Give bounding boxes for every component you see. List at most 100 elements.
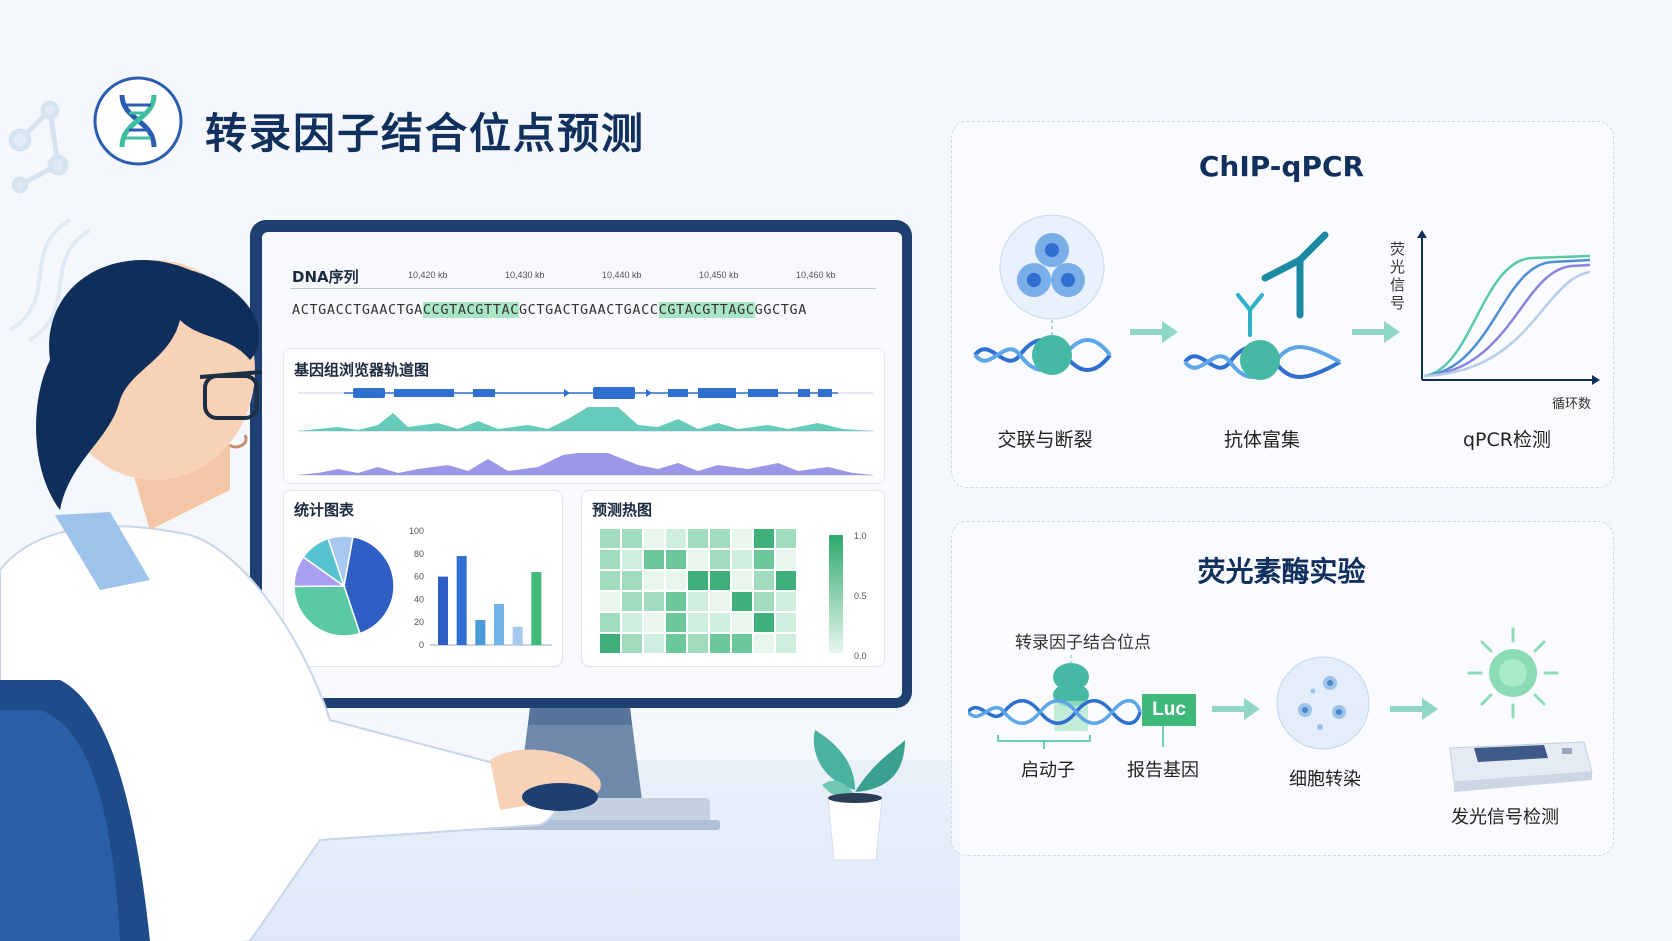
bar-axis-tick: 40 — [414, 594, 424, 604]
y-label-char: 荧 — [1390, 240, 1406, 258]
heatmap-title: 预测热图 — [592, 501, 653, 519]
heatmap-cell — [666, 550, 686, 569]
arrow-icon — [1352, 321, 1400, 343]
arrow-icon — [1130, 321, 1178, 343]
reporter-construct-illustration — [968, 655, 1164, 749]
antibody-enrichment-illustration — [1183, 231, 1341, 380]
heatmap-cell — [688, 571, 708, 590]
colorbar-label: 0.0 — [854, 651, 867, 661]
heatmap-cell — [710, 529, 730, 548]
genome-tracks — [298, 387, 873, 476]
molecule-icon — [8, 100, 69, 194]
heatmap-cell — [710, 592, 730, 611]
luciferase-title: 荧光素酶实验 — [1197, 555, 1366, 588]
heatmap-cell — [644, 550, 664, 569]
arrow-icon — [1212, 698, 1260, 720]
cell-transfection-illustration — [1276, 656, 1370, 750]
arrow-icon — [1390, 698, 1438, 720]
colorbar-label: 1.0 — [854, 531, 867, 541]
heatmap-cell — [644, 571, 664, 590]
bar — [494, 603, 504, 645]
scientist-illustration — [0, 260, 601, 941]
heatmap-colorbar — [829, 535, 843, 653]
bar — [456, 556, 467, 645]
bar-axis-tick: 20 — [414, 617, 424, 627]
heatmap-cell — [644, 613, 664, 632]
genome-browser-title: 基因组浏览器轨道图 — [294, 361, 430, 379]
plant-illustration — [813, 730, 905, 861]
heatmap-cell — [776, 571, 796, 590]
bar — [512, 626, 523, 645]
page-title: 转录因子结合位点预测 — [205, 109, 646, 158]
heatmap-cell — [776, 550, 796, 569]
pie-chart — [293, 535, 395, 637]
highlighted-site[interactable]: CCGTACGTTAC — [422, 302, 519, 318]
bar-axis-tick: 0 — [419, 640, 424, 650]
heatmap-cell — [776, 529, 796, 548]
heatmap-cell — [688, 634, 708, 653]
reporter-gene-label: 报告基因 — [1127, 760, 1199, 781]
bar-axis-tick: 60 — [414, 572, 424, 582]
binding-site-label: 转录因子结合位点 — [1015, 633, 1151, 653]
position-tick: 10,450 kb — [699, 270, 739, 280]
heatmap — [600, 529, 796, 653]
heatmap-cell — [688, 592, 708, 611]
heatmap-cell — [644, 529, 664, 548]
pie-slice — [343, 535, 395, 635]
heatmap-cell — [710, 634, 730, 653]
heatmap-cell — [754, 571, 774, 590]
position-tick: 10,460 kb — [796, 270, 836, 280]
luminescence-detection-label: 发光信号检测 — [1451, 807, 1559, 828]
bar — [475, 619, 486, 645]
glow-icon — [1467, 627, 1559, 719]
dna-sequence-label: DNA序列 — [292, 268, 359, 286]
step-qpcr-label: qPCR检测 — [1463, 429, 1551, 451]
position-tick: 10,430 kb — [505, 270, 545, 280]
heatmap-cell — [754, 634, 774, 653]
sequence-segment: GCTGACTGAACTGACC — [518, 302, 659, 318]
bar-axis-tick: 80 — [414, 549, 424, 559]
heatmap-cell — [732, 529, 752, 548]
qpcr-curve-chart — [1417, 230, 1600, 385]
qpcr-y-axis-label: 荧 光 信 号 — [1390, 240, 1408, 312]
heatmap-cell — [600, 529, 620, 548]
heatmap-cell — [666, 529, 686, 548]
cell-transfection-label: 细胞转染 — [1289, 769, 1361, 790]
heatmap-cell — [754, 613, 774, 632]
heatmap-cell — [622, 529, 642, 548]
dna-sequence: ACTGACCTGAACTGACCGTACGTTACGCTGACTGAACTGA… — [292, 302, 807, 318]
heatmap-cell — [622, 613, 642, 632]
heatmap-cell — [622, 634, 642, 653]
dna-sequence-panel: DNA序列 10,420 kb 10,430 kb 10,440 kb 10,4… — [290, 262, 880, 322]
heatmap-cell — [710, 571, 730, 590]
dna-watermark-icon — [8, 218, 92, 342]
heatmap-cell — [622, 592, 642, 611]
sequence-segment: GGCTGA — [754, 302, 807, 318]
stats-chart-title: 统计图表 — [294, 501, 355, 519]
heatmap-cell — [600, 550, 620, 569]
heatmap-cell — [776, 613, 796, 632]
heatmap-cell — [688, 613, 708, 632]
heatmap-cell — [732, 613, 752, 632]
heatmap-cell — [710, 613, 730, 632]
heatmap-cell — [732, 571, 752, 590]
luc-reporter-box: Luc — [1142, 694, 1196, 726]
bar — [531, 572, 542, 645]
y-label-char: 光 — [1390, 258, 1406, 276]
pie-slice — [327, 535, 354, 587]
ruler-line — [290, 288, 876, 289]
heatmap-cell — [666, 592, 686, 611]
heatmap-cell — [622, 571, 642, 590]
colorbar-label: 0.5 — [854, 591, 867, 601]
heatmap-cell — [644, 592, 664, 611]
heatmap-cell — [600, 634, 620, 653]
highlighted-site[interactable]: CGTACGTTAGC — [658, 302, 755, 318]
position-tick: 10,440 kb — [602, 270, 642, 280]
qpcr-x-axis-label: 循环数 — [1552, 397, 1592, 412]
pie-slice — [293, 585, 361, 637]
position-tick: 10,420 kb — [408, 270, 448, 280]
heatmap-cell — [732, 550, 752, 569]
prediction-heatmap-card: 预测热图 1.0 0.5 0.0 — [581, 490, 885, 667]
heatmap-cell — [666, 634, 686, 653]
chip-qpcr-title: ChIP-qPCR — [1198, 150, 1365, 183]
